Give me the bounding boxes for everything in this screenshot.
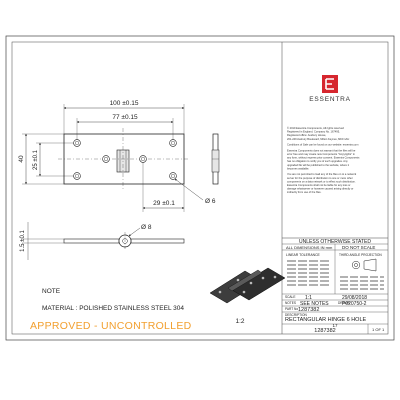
- drawing-number: 1287382: [314, 328, 335, 334]
- scale-value: 1:1: [305, 295, 312, 301]
- note-title: NOTE: [42, 288, 61, 295]
- hole: [169, 172, 177, 180]
- dim-hole-dia: Ø 6: [205, 198, 216, 205]
- description-value: RECTANGULAR HINGE 6 HOLE: [285, 317, 367, 323]
- note-material: MATERIAL : POLISHED STAINLESS STEEL 304: [42, 305, 184, 312]
- unless-stated: UNLESS OTHERWISE STATED: [299, 239, 371, 245]
- dim-hole-spacing: 77 ±0.15: [112, 114, 138, 121]
- hinge-side-view: [211, 133, 220, 185]
- hinge-isometric: 1:2: [209, 267, 286, 325]
- dim-thickness: 1.5 ±0.1: [20, 230, 26, 252]
- legal-text-line: Registered in England. Company No. 16749…: [287, 130, 340, 134]
- part-value: 1287382: [298, 307, 319, 313]
- tolerance-table: [287, 260, 330, 286]
- approved-stamp: APPROVED - UNCONTROLLED: [30, 320, 192, 332]
- legal-text-line: You are not permitted to load any of the…: [287, 172, 357, 176]
- third-angle-label: THIRD ANGLE PROJECTION: [339, 253, 382, 257]
- dim-hole-pitch: 25 ±0.1: [33, 149, 39, 170]
- dim-pin-dia: Ø 8: [141, 224, 152, 231]
- sheet-number: 1 OF 1: [372, 327, 385, 332]
- all-dims: ALL DIMENSIONS IN mm: [286, 245, 333, 250]
- legal-text-line: any form, without express prior consent.…: [287, 156, 360, 160]
- hole: [73, 172, 81, 180]
- drawn-label: DRAWN: [338, 301, 351, 305]
- hinge-top-view: 100 ±0.15 77 ±0.15 40 25 ±0.1 29 ±0.1 Ø …: [18, 100, 216, 212]
- sheet-border-inner: [11, 41, 389, 335]
- legal-text-line: Essentra Components shall not be liable …: [287, 183, 351, 187]
- edge-view-leaf-left: [63, 238, 120, 244]
- hole: [102, 155, 110, 163]
- hole: [139, 155, 147, 163]
- company-name: ESSENTRA: [309, 96, 350, 103]
- date-value: 29/08/2018: [342, 295, 367, 301]
- sheet-border-outer: [5, 35, 395, 341]
- legal-text-line: components on a data network or to effec…: [287, 179, 356, 183]
- essentra-logo: ESSENTRA: [309, 75, 350, 103]
- legal-text-line: indirectly from use of the files.: [287, 190, 322, 194]
- legal-text-line: server for the purpose of distribution t…: [287, 176, 353, 180]
- legal-text-line: error free and may create new Components…: [287, 152, 355, 156]
- legal-text-line: 201-249 Avebury Boulevard, Milton Keynes…: [287, 137, 349, 141]
- legal-text-line: upgraded file will be published to the w…: [287, 163, 349, 167]
- legal-text-line: damage whatsoever or however caused aris…: [287, 187, 353, 191]
- hole: [169, 139, 177, 147]
- do-not-scale: DO NOT SCALE: [342, 245, 375, 250]
- dim-height: 40: [18, 155, 25, 163]
- notes-label: NOTES: [285, 301, 296, 305]
- title-block: ESSENTRA © 2019 Essentra Components, All…: [282, 75, 388, 334]
- hole: [73, 139, 81, 147]
- hinge-edge-view: Ø 8 1.5 ±0.1: [20, 222, 185, 260]
- part-label: PART No: [285, 307, 298, 311]
- scale-label: SCALE: [285, 295, 295, 299]
- description-sub: 17: [332, 323, 338, 328]
- dim-overall-length: 100 ±0.15: [110, 100, 139, 107]
- legal-text-line: Conditions of Sale can be found on our w…: [287, 143, 358, 147]
- notes-value: SEE NOTES: [300, 301, 329, 307]
- legal-text-line: Registered office: Avebury House,: [287, 133, 326, 137]
- linear-tolerance: LINEAR TOLERANCE: [286, 253, 321, 257]
- legal-text-block: © 2019 Essentra Components, All rights r…: [287, 126, 360, 194]
- drawn-value: P020750-2: [342, 301, 367, 307]
- angular-tolerance-block: [340, 276, 384, 290]
- dim-edge-offset: 29 ±0.1: [153, 200, 175, 207]
- legal-text-line: has no obligation to notify you of such …: [287, 159, 348, 163]
- description-label: DESCRIPTION: [285, 313, 307, 317]
- third-angle-projection-icon: [351, 258, 377, 272]
- hole-dia-leader: [174, 178, 204, 201]
- legal-text-line: Essentra Components does not warrant tha…: [287, 148, 356, 152]
- knuckle-pin: [122, 238, 128, 244]
- legal-text-line: © 2019 Essentra Components, All rights r…: [287, 126, 344, 130]
- legal-text-line: becomes available.: [287, 166, 309, 170]
- iso-scale-label: 1:2: [235, 318, 244, 325]
- edge-view-leaf-right: [130, 238, 185, 244]
